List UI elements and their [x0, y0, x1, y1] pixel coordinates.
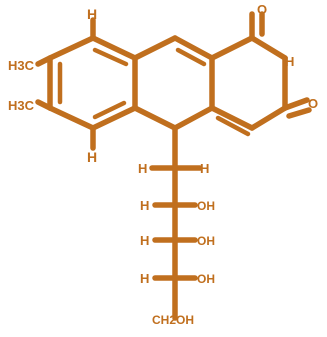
bond — [35, 99, 53, 111]
bond-double — [286, 107, 312, 119]
atom-h3c: H3C — [8, 58, 35, 73]
bond — [35, 55, 53, 67]
bond-double — [215, 115, 251, 137]
atom-o: O — [308, 96, 318, 111]
bond — [249, 35, 288, 61]
bond — [282, 97, 310, 111]
atom-h: H — [285, 54, 294, 69]
atom-labels: H O H3C H3C H O H H H H OH H OH H OH CH2… — [8, 2, 318, 327]
bond — [249, 105, 288, 131]
chain-atom-oh: OH — [197, 272, 215, 286]
ring-middle-bonds — [132, 35, 215, 131]
bond — [209, 35, 255, 61]
bond-double — [92, 100, 127, 120]
chain-atom-h: H — [200, 161, 209, 176]
bond — [172, 35, 215, 61]
bond — [47, 35, 96, 61]
ring-left-bonds — [47, 35, 138, 131]
bond — [209, 105, 255, 131]
chain-atom-h: H — [140, 271, 149, 286]
ring-right-bonds — [209, 35, 288, 137]
chain-atom-h: H — [140, 233, 149, 248]
atom-h3c: H3C — [8, 98, 35, 113]
bond — [132, 105, 178, 131]
chain-bonds — [149, 165, 203, 321]
bond — [90, 35, 138, 61]
bond-double — [175, 47, 207, 67]
bond — [172, 105, 215, 131]
bond — [90, 105, 138, 131]
chain-atom-h: H — [138, 161, 147, 176]
bond — [47, 105, 96, 131]
bond — [132, 35, 178, 61]
chain-atom-oh: OH — [197, 234, 215, 248]
chain-atom-h: H — [140, 198, 149, 213]
substituent-bonds — [35, 11, 312, 171]
atom-o: O — [257, 2, 267, 17]
chain-atom-oh: OH — [197, 199, 215, 213]
chain-atom-ch2oh: CH2OH — [152, 313, 194, 327]
bond-double — [92, 47, 129, 67]
atom-h: H — [87, 6, 97, 22]
atom-h: H — [87, 149, 97, 165]
